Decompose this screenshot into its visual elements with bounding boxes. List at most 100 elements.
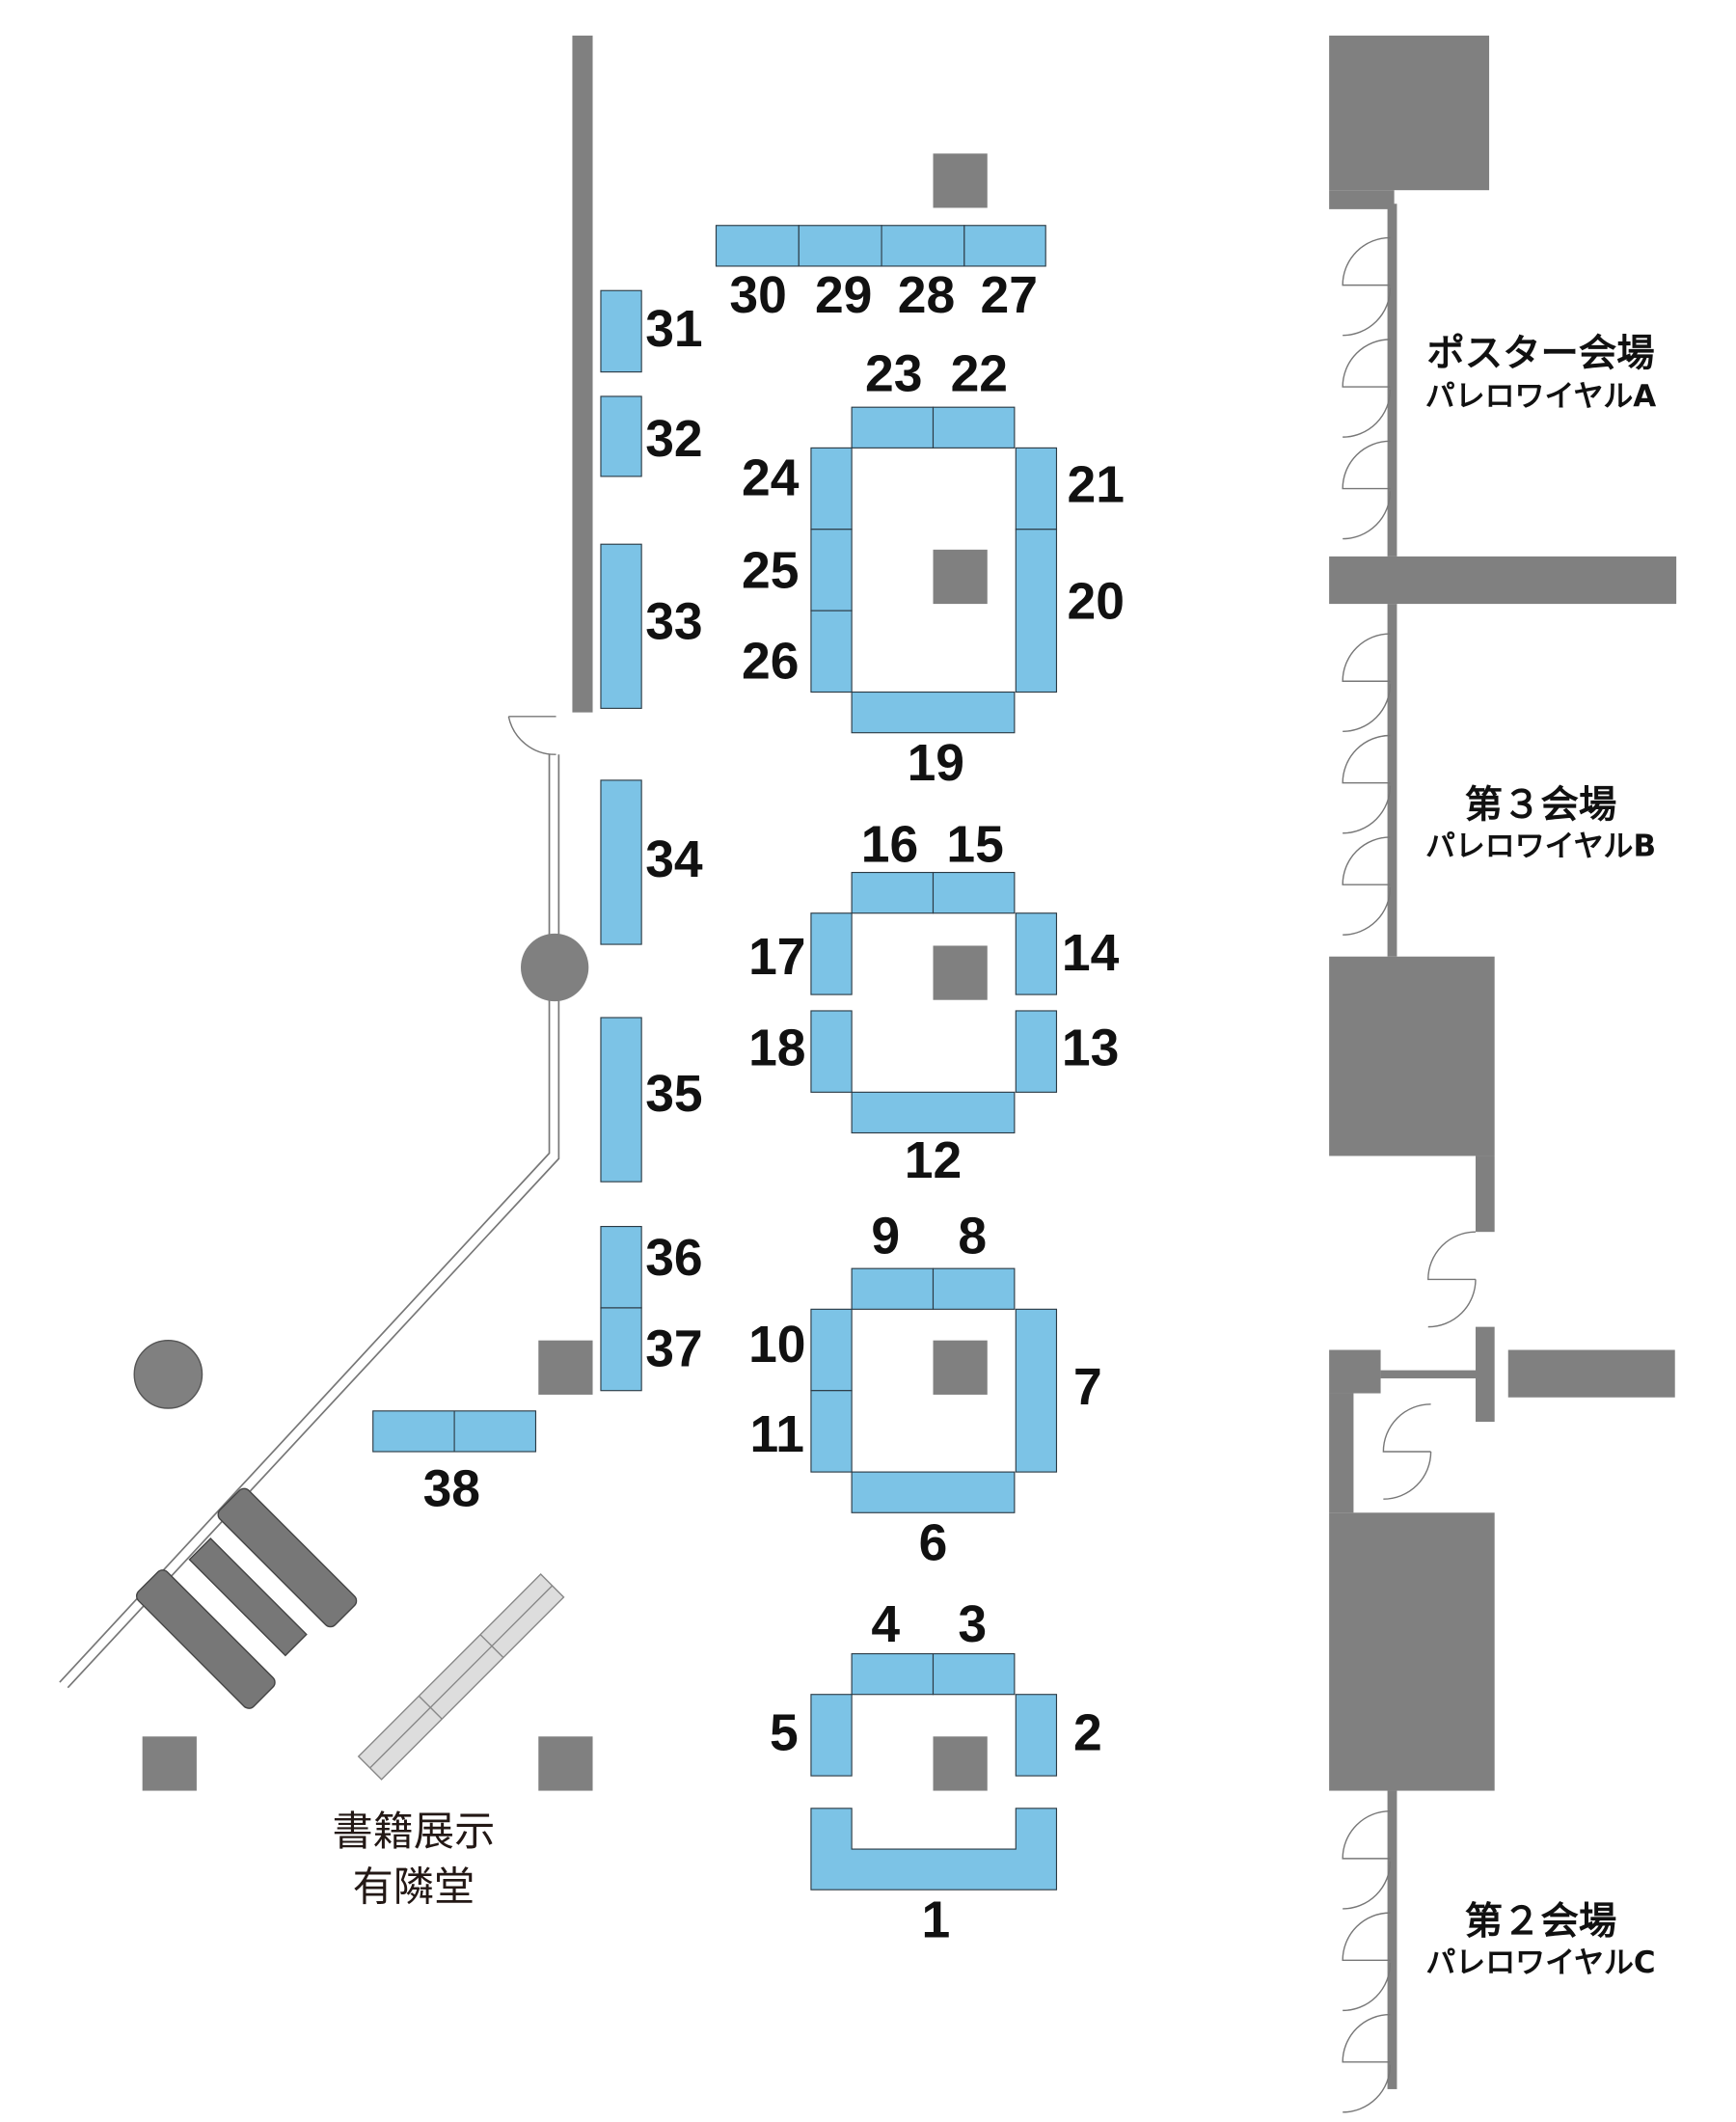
book-exhibit-exhibitor: 有隣堂: [353, 1864, 475, 1911]
booth-37[interactable]: [600, 1307, 642, 1392]
booth-13[interactable]: [1015, 1010, 1058, 1093]
door-icon: [1342, 734, 1392, 834]
book-shelf: [357, 1573, 565, 1781]
booth-16[interactable]: [851, 871, 935, 914]
door-icon: [1342, 339, 1392, 438]
pillar: [142, 1736, 197, 1791]
book-exhibit-title: 書籍展示: [333, 1808, 496, 1855]
glass-wall: [59, 754, 560, 1689]
booth-label: 1: [921, 1891, 950, 1948]
booth-26[interactable]: [810, 610, 853, 694]
booth-2[interactable]: [1015, 1694, 1058, 1777]
hall-name-poster: ポスター会場: [1426, 331, 1654, 375]
booth-20[interactable]: [1015, 529, 1058, 694]
booth-12[interactable]: [851, 1091, 1016, 1134]
door-icon: [1342, 2013, 1392, 2113]
booth-label: 4: [871, 1596, 900, 1653]
booth-label: 34: [645, 831, 703, 888]
booth-21[interactable]: [1015, 447, 1058, 530]
booth-11[interactable]: [810, 1390, 853, 1473]
booth-label: 7: [1073, 1359, 1102, 1416]
booth-label: 14: [1062, 925, 1120, 982]
booth-17[interactable]: [810, 912, 853, 995]
hall-room-3: パレロワイヤルB: [1425, 830, 1656, 864]
booth-label: 19: [908, 735, 964, 792]
pillar: [933, 945, 988, 1000]
booth-25[interactable]: [810, 529, 853, 612]
booth-1[interactable]: [810, 1808, 1058, 1891]
booth-label: 20: [1068, 574, 1125, 631]
booth-9[interactable]: [851, 1267, 935, 1310]
booth-label: 18: [748, 1020, 805, 1076]
booth-label: 30: [729, 267, 786, 324]
booth-32[interactable]: [600, 395, 642, 477]
door-icon: [1342, 836, 1392, 936]
door-icon: [1342, 1912, 1392, 2012]
booth-label: 37: [645, 1320, 702, 1377]
booth-label: 25: [742, 542, 799, 599]
door-icon: [1342, 633, 1392, 732]
booth-label: 32: [645, 411, 702, 468]
booth-35[interactable]: [600, 1017, 642, 1183]
booth-23[interactable]: [851, 406, 935, 449]
booth-labels: 30 29 28 27 31 32 33 34 35 36 37 38 23 2…: [423, 267, 1125, 1949]
booth-10[interactable]: [810, 1308, 853, 1392]
booth-label: 23: [865, 345, 922, 402]
pillar: [538, 1340, 593, 1395]
booth-label: 31: [645, 301, 702, 358]
booth-label: 8: [958, 1209, 987, 1265]
booth-4[interactable]: [851, 1652, 935, 1696]
door-icon: [1342, 1809, 1392, 1910]
booth-label: 3: [958, 1596, 987, 1653]
booth-label: 10: [748, 1317, 805, 1374]
booth-label: 16: [861, 816, 918, 873]
door-icon: [1342, 440, 1392, 540]
booth-label: 24: [742, 450, 800, 507]
wall: [572, 35, 593, 713]
booth-18[interactable]: [810, 1010, 853, 1093]
booth-29[interactable]: [798, 225, 882, 267]
booth-label: 11: [750, 1406, 804, 1463]
booth-14[interactable]: [1015, 912, 1058, 995]
booths: [372, 225, 1058, 1891]
booth-5[interactable]: [810, 1694, 853, 1777]
booth-3[interactable]: [932, 1652, 1016, 1696]
pillar: [133, 1339, 203, 1409]
pillar: [933, 1340, 988, 1395]
booth-label: 21: [1068, 457, 1125, 514]
booth-6[interactable]: [851, 1471, 1016, 1513]
booth-label: 36: [645, 1230, 702, 1287]
booth-31[interactable]: [600, 289, 642, 373]
pillar: [538, 1736, 593, 1791]
booth-22[interactable]: [932, 406, 1016, 449]
doors: [1342, 236, 1477, 2113]
booth-34[interactable]: [600, 779, 642, 945]
door-icon: [1427, 1231, 1477, 1328]
booth-label: 2: [1073, 1704, 1102, 1761]
booth-27[interactable]: [963, 225, 1046, 267]
hall-name-2: 第２会場: [1465, 1899, 1616, 1944]
booth-label: 17: [748, 929, 805, 986]
booth-label: 27: [981, 267, 1038, 324]
booth-label: 33: [645, 594, 702, 651]
booth-33[interactable]: [600, 543, 642, 709]
hall-room-2: パレロワイヤルC: [1425, 1945, 1655, 1980]
booth-label: 22: [951, 345, 1008, 402]
booth-30[interactable]: [715, 225, 800, 267]
booth-label: 38: [423, 1460, 480, 1517]
booth-24[interactable]: [810, 447, 853, 530]
booth-label: 12: [905, 1132, 962, 1189]
booth-15[interactable]: [932, 871, 1016, 914]
booth-8[interactable]: [932, 1267, 1016, 1310]
pillar: [933, 153, 988, 208]
booth-19[interactable]: [851, 691, 1016, 734]
door-icon: [1382, 1403, 1432, 1500]
hall-name-3: 第３会場: [1465, 783, 1616, 828]
booth-label: 29: [815, 267, 872, 324]
booth-28[interactable]: [881, 225, 965, 267]
pillar: [933, 549, 988, 605]
booth-36[interactable]: [600, 1226, 642, 1309]
booth-label: 13: [1062, 1020, 1119, 1076]
booth-7[interactable]: [1015, 1308, 1058, 1473]
